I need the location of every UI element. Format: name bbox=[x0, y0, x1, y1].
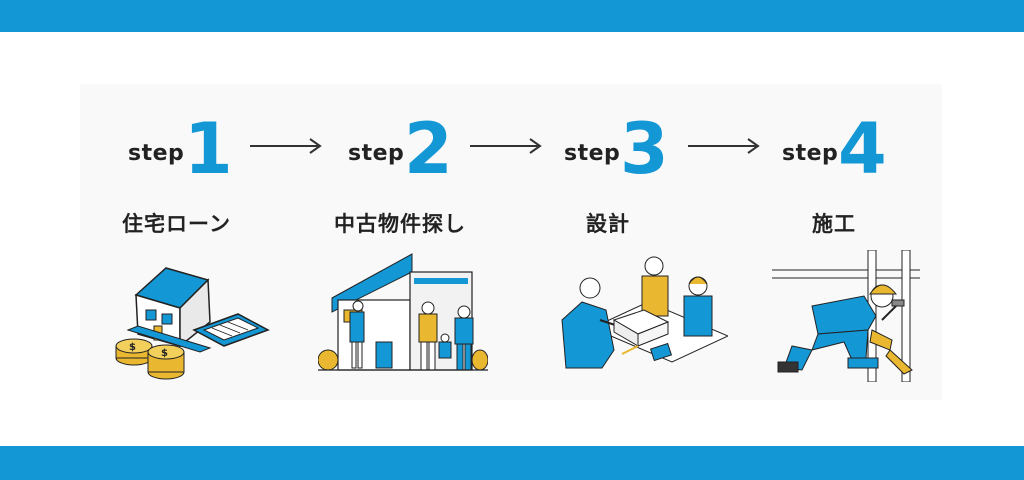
svg-text:$: $ bbox=[129, 342, 136, 353]
step-1-heading: step 1 bbox=[128, 108, 238, 188]
bottom-banner bbox=[0, 446, 1024, 480]
step-word: step bbox=[564, 141, 621, 166]
step-2-title: 中古物件探し bbox=[334, 212, 466, 236]
step-number: 4 bbox=[838, 108, 887, 190]
construction-worker-icon bbox=[772, 250, 920, 382]
step-number: 2 bbox=[404, 108, 453, 190]
design-meeting-icon bbox=[561, 256, 728, 369]
step-number: 1 bbox=[184, 108, 233, 190]
svg-text:$: $ bbox=[161, 348, 168, 359]
property-search-icon bbox=[318, 253, 488, 371]
step-word: step bbox=[782, 141, 839, 166]
step-4-heading: step 4 bbox=[782, 108, 892, 188]
step-1-title: 住宅ローン bbox=[122, 212, 231, 236]
house-and-loan-icon: $ $ bbox=[115, 267, 270, 380]
arrow-right-icon bbox=[688, 138, 760, 154]
step-3-heading: step 3 bbox=[564, 108, 674, 188]
step-word: step bbox=[128, 141, 185, 166]
top-banner bbox=[0, 0, 1024, 32]
step-number: 3 bbox=[620, 108, 669, 190]
step-4-title: 施工 bbox=[812, 212, 856, 236]
step-3-title: 設計 bbox=[586, 212, 630, 236]
arrow-right-icon bbox=[250, 138, 322, 154]
step-2-heading: step 2 bbox=[348, 108, 458, 188]
step-word: step bbox=[348, 141, 405, 166]
arrow-right-icon bbox=[470, 138, 542, 154]
